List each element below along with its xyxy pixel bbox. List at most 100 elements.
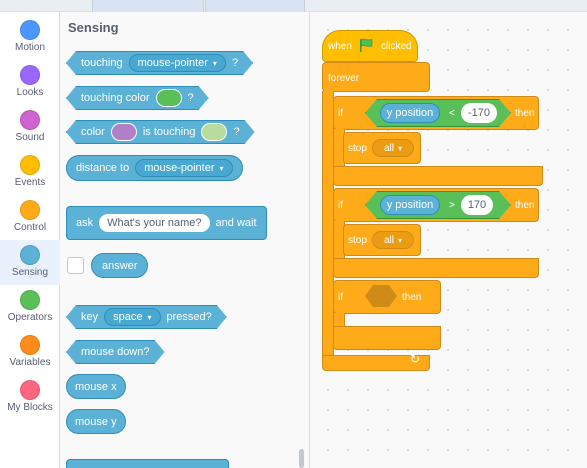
then-label: then [515,200,535,211]
mouse-x-block[interactable]: mouse x [66,374,126,399]
if-label: if [338,108,343,119]
category-looks[interactable]: Looks [0,60,60,105]
events-dot-icon [20,155,40,175]
sensing-dot-icon [20,245,40,265]
block-label: and wait [215,217,257,229]
color-picker-swatch[interactable] [111,123,137,141]
category-label: Variables [9,357,51,368]
block-label: color [81,126,105,138]
chevron-down-icon: ▾ [147,312,152,322]
mouse-y-block[interactable]: mouse y [66,409,126,434]
operator-symbol: > [449,200,455,211]
color-picker-swatch[interactable] [201,123,227,141]
block-label: distance to [76,162,130,174]
block-label: pressed? [166,311,212,323]
ask-and-wait-block[interactable]: ask What's your name? and wait [66,206,267,240]
category-variables[interactable]: Variables [0,330,60,375]
block-label: answer [102,259,138,272]
if-block-1-bottom [333,166,543,186]
touching-target-dropdown[interactable]: mouse-pointer ▾ [129,54,226,72]
motion-dot-icon [20,20,40,40]
palette-title: Sensing [68,20,119,35]
block-palette: Sensing touching mouse-pointer ▾ ? touch… [60,12,310,468]
category-sensing[interactable]: Sensing [0,240,60,285]
loop-arrow-icon: ↻ [410,352,421,366]
stop-option-dropdown[interactable]: all ▾ [372,231,414,249]
y-position-reporter[interactable]: y position [380,195,440,215]
y-position-reporter[interactable]: y position [380,103,440,123]
category-label: Motion [14,42,45,53]
forever-block-top[interactable] [322,62,430,92]
answer-block[interactable]: answer [91,253,149,278]
then-label: then [515,108,535,119]
mouse-down-block[interactable]: mouse down? [66,340,165,364]
if-arm-3 [333,313,345,327]
block-label: mouse down? [81,346,150,358]
color-picker-swatch[interactable] [156,89,182,107]
category-operators[interactable]: Operators [0,285,60,330]
chevron-down-icon: ▾ [398,235,403,245]
sounds-tab-fragment[interactable] [205,0,305,12]
category-control[interactable]: Control [0,195,60,240]
chevron-down-icon: ▾ [212,58,217,68]
stop-label: stop [348,235,367,246]
control-dot-icon [20,200,40,220]
category-events[interactable]: Events [0,150,60,195]
key-dropdown[interactable]: space ▾ [104,308,160,326]
my-blocks-dot-icon [20,380,40,400]
category-label: Sensing [11,267,49,278]
partial-block[interactable] [66,459,229,468]
category-label: Looks [16,87,44,98]
costumes-tab-fragment[interactable] [92,0,204,12]
script-workspace[interactable]: when clicked forever ↻ if y position < -… [310,12,587,468]
variables-dot-icon [20,335,40,355]
category-label: Events [14,177,46,188]
palette-scrollbar[interactable] [299,449,304,468]
color-is-touching-block[interactable]: color is touching ? [66,120,255,144]
category-label: Sound [15,132,45,143]
block-label: ? [231,57,239,69]
top-tab-strip [0,0,587,12]
empty-condition-slot[interactable] [365,285,397,307]
category-motion[interactable]: Motion [0,15,60,60]
if-block-3-bottom [333,326,441,350]
looks-dot-icon [20,65,40,85]
block-label: is touching [142,126,196,138]
if-label: if [338,200,343,211]
green-flag-icon [360,38,373,52]
forever-block-bottom[interactable] [322,355,430,371]
chevron-down-icon: ▾ [398,143,403,153]
block-label: touching color [81,92,150,104]
category-label: Control [13,222,47,233]
block-label: mouse x [75,380,117,393]
sound-dot-icon [20,110,40,130]
stop-option-dropdown[interactable]: all ▾ [372,139,414,157]
category-sound[interactable]: Sound [0,105,60,150]
forever-label: forever [328,73,360,84]
category-label: Operators [7,312,53,323]
operators-dot-icon [20,290,40,310]
touching-color-block[interactable]: touching color ? [66,86,209,110]
block-label: mouse y [75,415,117,428]
block-label: touching [81,57,123,69]
distance-to-block[interactable]: distance to mouse-pointer ▾ [66,155,243,181]
ask-question-input[interactable]: What's your name? [99,214,210,232]
hat-label-when: when [328,41,352,52]
key-pressed-block[interactable]: key space ▾ pressed? [66,305,227,329]
hat-label-clicked: clicked [381,41,412,52]
category-my-blocks[interactable]: My Blocks [0,375,60,420]
distance-target-dropdown[interactable]: mouse-pointer ▾ [135,159,233,177]
operator-symbol: < [449,108,455,119]
chevron-down-icon: ▾ [219,163,224,173]
touching-block[interactable]: touching mouse-pointer ▾ ? [66,51,253,75]
threshold-input[interactable]: -170 [461,103,497,123]
if-block-2-bottom [333,258,539,278]
stop-label: stop [348,143,367,154]
answer-monitor-checkbox[interactable] [67,257,84,274]
then-label: then [402,292,422,303]
if-label: if [338,292,343,303]
threshold-input[interactable]: 170 [461,195,493,215]
category-label: My Blocks [7,402,53,413]
category-menu: Motion Looks Sound Events Control Sensin… [0,12,60,468]
block-label: ? [187,92,194,104]
